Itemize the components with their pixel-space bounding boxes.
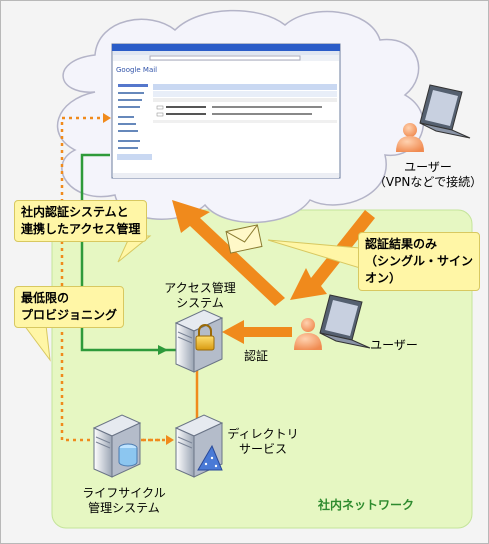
local-user-icon xyxy=(294,294,371,350)
access-system-label-line2: システム xyxy=(176,296,224,310)
remote-user-label-line2: （VPNなどで接続） xyxy=(373,175,483,189)
remote-user-label: ユーザー （VPNなどで接続） xyxy=(370,160,486,190)
callout-integrated-line1: 社内認証システムと xyxy=(21,205,129,219)
lifecycle-server-icon xyxy=(92,414,142,478)
remote-user-label-line1: ユーザー xyxy=(404,160,452,174)
callout-integrated-line2: 連携したアクセス管理 xyxy=(21,222,141,236)
remote-user-icon xyxy=(396,84,471,152)
intranet-label: 社内ネットワーク xyxy=(317,498,414,512)
access-system-label: アクセス管理 システム xyxy=(155,281,245,311)
access-system-label-line1: アクセス管理 xyxy=(164,281,236,295)
directory-server-icon xyxy=(174,414,224,478)
local-auth-arrow xyxy=(222,320,292,344)
directory-label-line1: ディレクトリ xyxy=(227,427,299,441)
auth-result-arrow xyxy=(172,200,285,306)
local-user-label: ユーザー xyxy=(370,338,418,352)
lifecycle-label-line2: 管理システム xyxy=(88,501,160,515)
auth-label: 認証 xyxy=(243,349,268,363)
callout-sso-line2: （シングル・サイン xyxy=(365,254,474,268)
directory-label: ディレクトリ サービス xyxy=(222,427,304,457)
callout-sso-line3: オン） xyxy=(365,271,402,285)
callout-provisioning-line2: プロビジョニング xyxy=(21,308,118,322)
callout-min-provisioning: 最低限の プロビジョニング xyxy=(14,286,125,328)
access-management-line xyxy=(80,153,185,352)
lifecycle-label: ライフサイクル 管理システム xyxy=(68,486,180,516)
webmail-logo: Google Mail xyxy=(116,66,157,74)
callout-integrated-access: 社内認証システムと 連携したアクセス管理 xyxy=(14,200,148,242)
envelope-icon xyxy=(225,224,263,254)
lifecycle-label-line1: ライフサイクル xyxy=(82,486,166,500)
directory-label-line2: サービス xyxy=(238,442,287,456)
callout-sso-line1: 認証結果のみ xyxy=(365,237,438,251)
callout-auth-result: 認証結果のみ （シングル・サイン オン） xyxy=(358,232,481,291)
access-server-icon xyxy=(174,309,224,373)
callout-provisioning-pointer xyxy=(23,324,51,362)
webmail-screenshot: Google Mail xyxy=(111,43,341,179)
callout-provisioning-line1: 最低限の xyxy=(21,291,70,305)
